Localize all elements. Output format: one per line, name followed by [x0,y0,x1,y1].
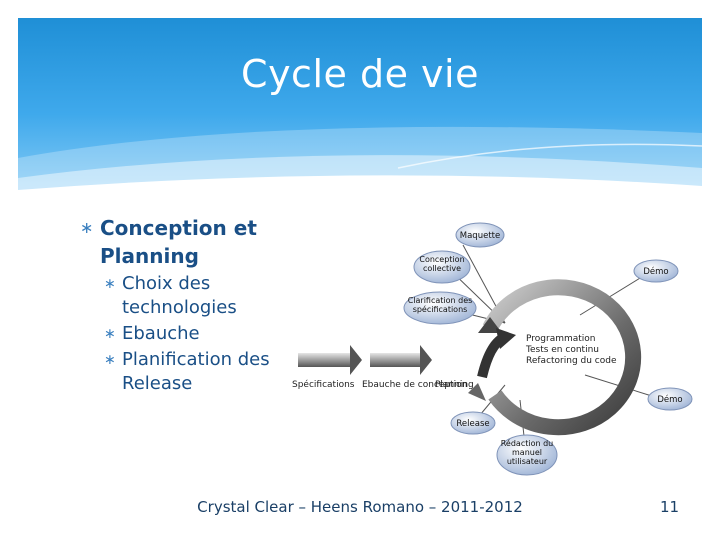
node-redaction: Rédaction du manuel utilisateur [496,434,558,476]
flow-label-ebauche-text: Ebauche de conception [362,380,467,390]
node-demo-top-label: Démo [643,266,668,277]
node-conception-collective: Conception collective [413,250,471,284]
node-demo-right-label: Démo [657,394,682,405]
slide-footer: Crystal Clear – Heens Romano – 2011-2012 [197,498,523,516]
flow-arrow-1 [298,345,362,375]
slide-title: Cycle de vie [241,52,479,96]
node-release: Release [450,411,496,435]
bullet-list: Conception et Planning Choix des technol… [80,214,290,396]
page-number: 11 [660,498,680,516]
node-demo-right: Démo [647,387,693,411]
bullet-level2: Choix des technologies [80,272,290,320]
center-arrowhead [496,328,516,349]
bullet-level1: Conception et Planning [80,214,290,270]
node-clarification-label: Clarification des spécifications [407,296,473,314]
node-maquette-label: Maquette [460,231,500,241]
node-demo-top: Démo [633,259,679,283]
node-maquette: Maquette [455,222,505,248]
flow-label-programmation: Programmation [526,334,596,344]
banner-wave-decoration [18,126,702,193]
flow-label-specifications: Spécifications [292,379,355,390]
flow-label-ebauche: Ebauche de conception [362,380,467,390]
bullet-level2: Planification des Release [80,348,290,396]
flow-label-refactoring: Refactoring du code [526,356,617,366]
bullet-level2: Ebauche [80,322,290,346]
node-clarification: Clarification des spécifications [403,291,477,325]
ring-arrowhead-bottom [468,383,486,401]
flow-arrow-2 [370,345,432,375]
node-release-label: Release [456,419,489,429]
cycle-ring [482,279,642,436]
ring-arrowhead [478,317,502,333]
flow-label-planning: Planning [435,380,474,390]
flow-label-tests: Tests en continu [525,345,599,355]
node-conception-label: Conception collective [419,255,465,273]
node-redaction-label: Rédaction du manuel utilisateur [500,439,554,466]
lifecycle-diagram: Spécifications Ebauche de conception Pla… [292,222,693,476]
title-banner [18,18,702,193]
